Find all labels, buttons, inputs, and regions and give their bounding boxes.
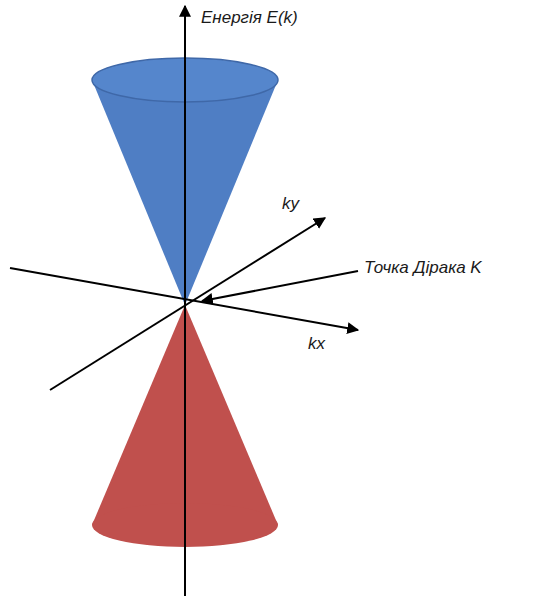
ky-axis: [50, 218, 325, 390]
axis-label: Енергія E(k): [199, 8, 300, 28]
callout-label: Точка Дірака K: [362, 258, 484, 278]
axis-label: kx: [306, 334, 327, 354]
leader-line: [202, 271, 358, 301]
axis-label: ky: [280, 194, 301, 214]
energy-axis: [184, 6, 186, 596]
kx-axis: [10, 268, 358, 330]
